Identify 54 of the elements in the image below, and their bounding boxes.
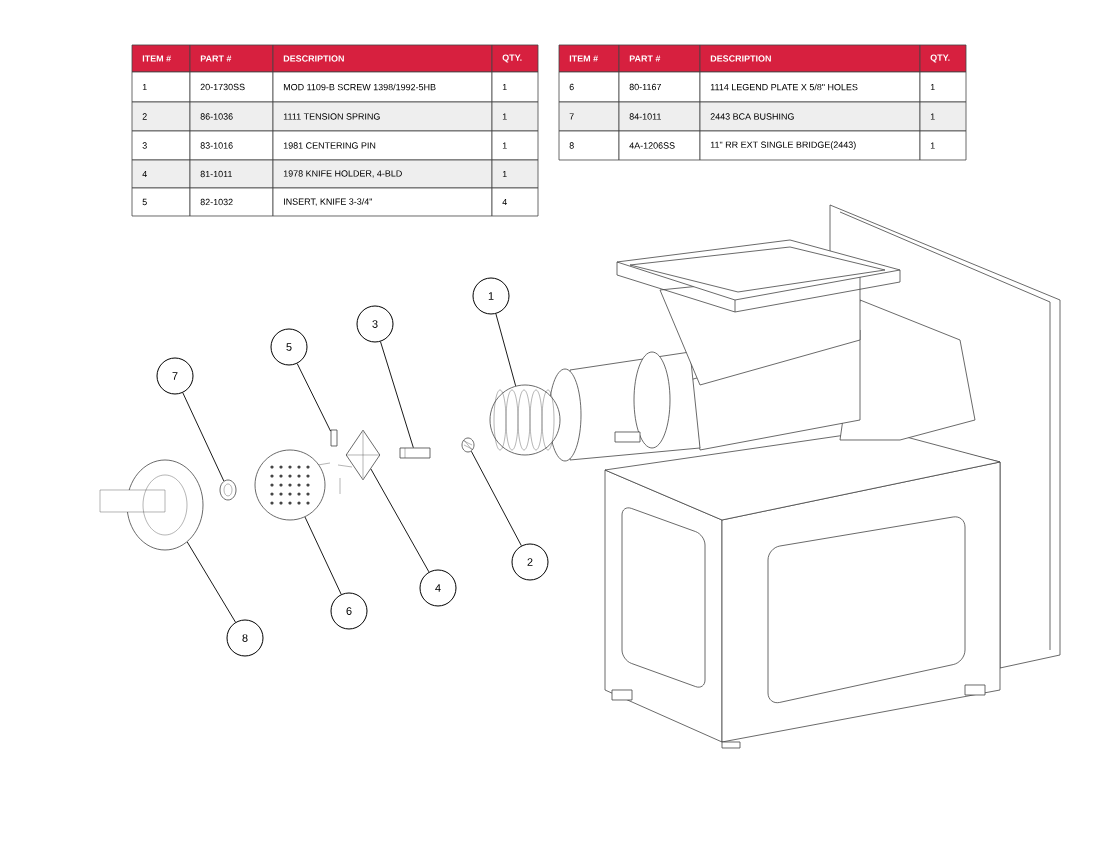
leader-line: [380, 341, 414, 449]
table-header-cell: ITEM #: [131, 44, 191, 73]
bridge-drawing: [99, 459, 204, 551]
table-cell: 1: [919, 130, 967, 161]
table-cell: 6: [558, 71, 620, 103]
table-cell: 7: [558, 101, 620, 132]
callout-number: 3: [356, 305, 394, 343]
bushing-drawing: [219, 479, 237, 501]
table-header-cell: ITEM #: [558, 44, 620, 73]
table-cell: 1: [491, 130, 539, 161]
table-header-cell: QTY.: [919, 44, 967, 73]
table-cell: 1: [491, 101, 539, 132]
leader-line: [182, 392, 225, 482]
table-cell: 3: [131, 130, 191, 161]
table-cell: 86-1036: [189, 101, 274, 132]
table-cell: 1: [491, 159, 539, 189]
leader-line: [370, 468, 430, 573]
knife-insert-drawing: [317, 429, 353, 495]
table-cell: 20-1730SS: [189, 71, 274, 103]
leader-line: [186, 541, 236, 623]
table-header-cell: PART #: [189, 44, 274, 73]
pin-drawing: [399, 447, 431, 459]
leader-line: [304, 516, 342, 595]
leader-line: [470, 450, 522, 547]
table-cell: 82-1032: [189, 187, 274, 217]
leader-line: [296, 363, 332, 432]
callout-number: 6: [330, 592, 368, 630]
table-cell: 1: [919, 71, 967, 103]
callout-number: 4: [419, 569, 457, 607]
table-header-cell: PART #: [618, 44, 701, 73]
table-cell: 8: [558, 130, 620, 161]
callout-number: 1: [472, 277, 510, 315]
table-cell: 4A-1206SS: [618, 130, 701, 161]
leader-line: [495, 313, 517, 387]
table-cell: 84-1011: [618, 101, 701, 132]
table-cell: 2: [131, 101, 191, 132]
table-cell: 80-1167: [618, 71, 701, 103]
table-cell: 1: [131, 71, 191, 103]
screw-drawing: [489, 384, 561, 456]
table-cell: 4: [491, 187, 539, 217]
callout-number: 7: [156, 357, 194, 395]
table-cell: 1: [491, 71, 539, 103]
knife-holder-drawing: [345, 429, 381, 481]
callout-number: 2: [511, 543, 549, 581]
table-cell: 81-1011: [189, 159, 274, 189]
spring-drawing: [461, 437, 475, 453]
plate-drawing: [254, 449, 326, 521]
callout-number: 5: [270, 328, 308, 366]
table-header-cell: QTY.: [491, 44, 539, 73]
table-cell: 4: [131, 159, 191, 189]
table-cell: 83-1016: [189, 130, 274, 161]
callout-number: 8: [226, 619, 264, 657]
table-cell: 1: [919, 101, 967, 132]
table-cell: 5: [131, 187, 191, 217]
